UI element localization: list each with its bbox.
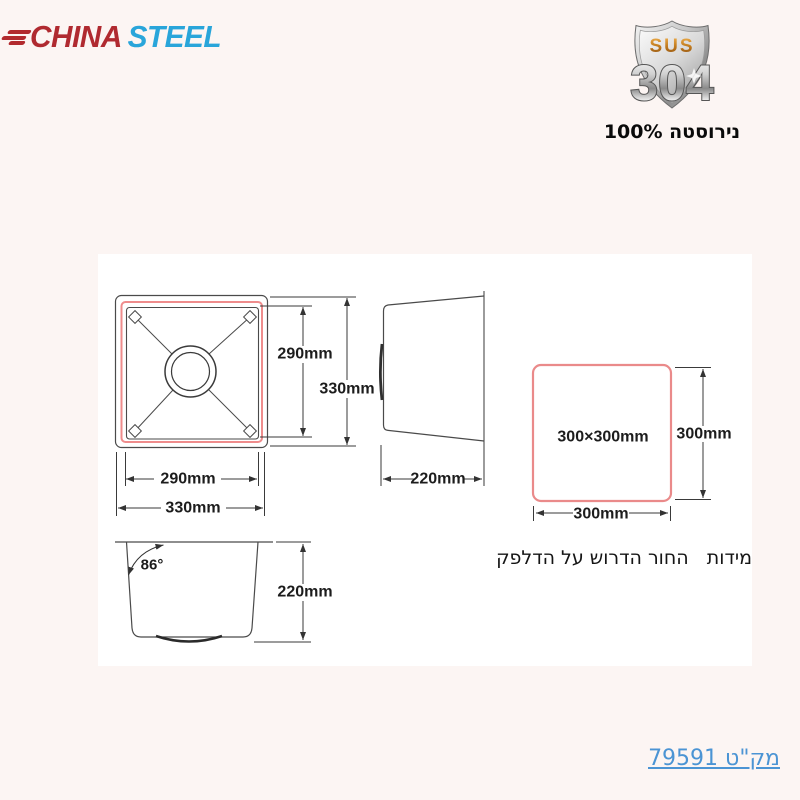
side-view-dimensions [380,445,482,486]
sparkle-icon [686,68,702,84]
cutout-red-square [531,363,673,503]
shield-inner [638,25,706,104]
sink-outer-rim [114,294,269,449]
cutout-height-label: 300mm [676,426,731,443]
drain-outlet-front [155,634,223,643]
drain-outer-circle [164,345,217,398]
corner-slots [127,309,258,439]
drain-inner-circle [170,351,211,392]
brand-name-primary: CHINA [30,19,122,54]
cutout-caption: מידות החור הדרוש על הדלפק [496,547,752,569]
top-view-drawing [114,294,269,449]
top-view-outer-height-label: 330mm [319,381,374,398]
front-view-angle-label: 86° [141,557,164,574]
catalog-number: מק"ט 79591 [648,746,780,771]
technical-drawing: 290mm 330mm 290mm 330mm 220mm 86° 220mm [114,291,732,643]
side-view-depth-label: 220mm [410,471,465,488]
badge-subtitle: נירוסטה 100% [603,121,741,143]
top-view-inner-height-label: 290mm [277,346,332,363]
front-view-dimensions [254,541,311,643]
cutout-width-label: 300mm [573,506,628,523]
front-view-drawing [115,541,273,643]
cutout-size-label: 300×300mm [557,429,648,446]
side-lip-profile [378,343,384,401]
badge-sus-label: SUS [649,36,694,57]
front-view-height-label: 220mm [277,584,332,601]
sink-red-inner-edge [120,301,263,443]
side-view-drawing [378,291,485,486]
badge-grade-label: 304 [630,55,714,111]
cutout-diagram [531,363,711,521]
top-view-dimensions [116,296,356,516]
sink-bowl-edge [125,306,260,440]
catalog-number-link[interactable]: מק"ט 79591 [648,746,780,771]
brand-name-secondary: STEEL [127,19,222,54]
sus-304-shield-icon: SUS 304 [629,20,715,112]
top-view-outer-width-label: 330mm [165,500,220,517]
top-view-inner-width-label: 290mm [160,471,215,488]
angle-arc-arrow [127,543,164,576]
